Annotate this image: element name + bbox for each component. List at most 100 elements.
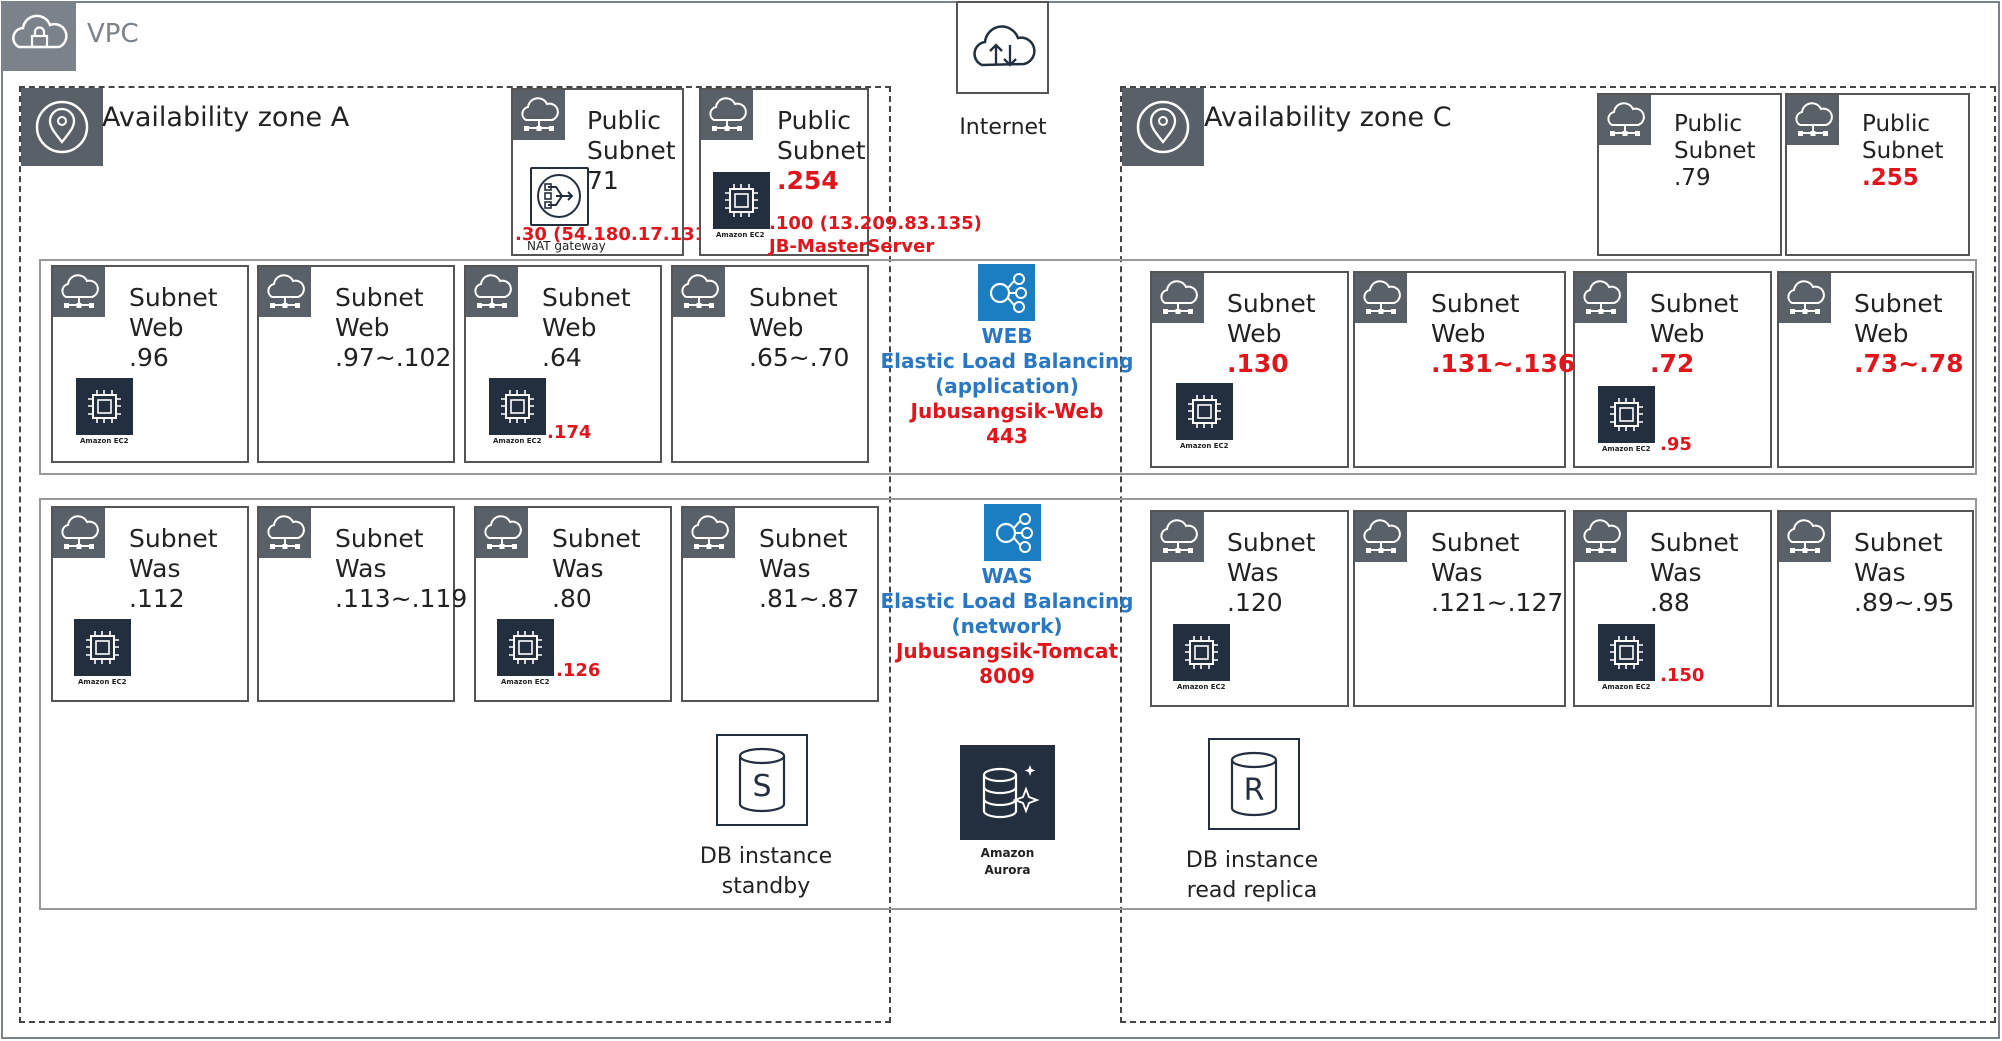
db-standby-line1: DB instance [699, 844, 833, 869]
subnet-line3: .131~.136 [1431, 349, 1576, 378]
ec2-caption: Amazon EC2 [501, 678, 550, 686]
lock-cloud-icon [3, 3, 76, 71]
location-pin-icon [1122, 88, 1204, 166]
db-replica-caption: DB instance read replica [1162, 846, 1342, 906]
ec2-caption: Amazon EC2 [1602, 683, 1651, 691]
subnet-cloud-icon [53, 267, 105, 317]
subnet-line2: Was [335, 554, 387, 583]
zone-c-label: Availability zone C [1204, 102, 1452, 133]
subnet-line1: Subnet [335, 283, 424, 312]
subnet-line2: Subnet [777, 136, 866, 165]
public-subnet-a2: Public Subnet .254 Amazon EC2 [699, 88, 869, 256]
web-tier-band [39, 259, 1977, 475]
subnet-line2: Was [1227, 558, 1279, 587]
was-subnet-121-127: Subnet Was .121~.127 [1353, 510, 1566, 707]
was-subnet-112: Subnet Was .112 Amazon EC2 [51, 506, 249, 702]
subnet-line1: Subnet [1227, 528, 1316, 557]
web-subnet-97-102: Subnet Web .97~.102 [257, 265, 455, 463]
subnet-line2: Was [1854, 558, 1906, 587]
subnet-cloud-icon [1355, 273, 1407, 323]
web-subnet-64: Subnet Web .64 Amazon EC2 .174 [464, 265, 662, 463]
availability-zone-a [19, 86, 891, 1023]
subnet-line1: Subnet [1854, 528, 1943, 557]
subnet-cloud-icon [53, 508, 105, 558]
public-subnet-c1: Public Subnet .79 [1597, 93, 1782, 256]
subnet-line2: Web [129, 313, 184, 342]
subnet-line2: Subnet [1674, 138, 1756, 164]
subnet-line2: Web [749, 313, 804, 342]
was-subnet-81-87: Subnet Was .81~.87 [681, 506, 879, 702]
subnet-cloud-icon [513, 90, 565, 140]
ec2-caption: Amazon EC2 [1180, 442, 1229, 450]
ec2-ip: .150 [1660, 665, 1705, 686]
nat-gateway-icon [530, 167, 589, 226]
subnet-cloud-icon [701, 90, 753, 140]
ec2-caption: Amazon EC2 [716, 231, 765, 239]
ec2-caption: Amazon EC2 [493, 437, 542, 445]
subnet-line3: .113~.119 [335, 584, 468, 613]
zone-a-label: Availability zone A [102, 102, 350, 133]
subnet-cloud-icon [259, 508, 311, 558]
subnet-line2: Was [759, 554, 811, 583]
db-replica-icon: R [1208, 738, 1300, 830]
subnet-line1: Public [777, 106, 851, 135]
subnet-line1: Subnet [1650, 528, 1739, 557]
subnet-line1: Subnet [335, 524, 424, 553]
web-subnet-131-136: Subnet Web .131~.136 [1353, 271, 1575, 468]
db-standby-letter: S [752, 769, 771, 804]
web-subnet-65-70: Subnet Web .65~.70 [671, 265, 869, 463]
subnet-cloud-icon [1779, 273, 1831, 323]
db-replica-line1: DB instance [1185, 848, 1319, 873]
elb-web-name: Jubusangsik-Web [910, 399, 1104, 423]
public-subnet-a1: Public Subnet 71 NAT gateway [511, 88, 684, 256]
db-standby-caption: DB instance standby [676, 842, 856, 902]
subnet-line2: Was [1650, 558, 1702, 587]
ec2-ip: .174 [547, 422, 592, 443]
subnet-line2: Web [1650, 319, 1705, 348]
subnet-line2: Web [542, 313, 597, 342]
elb-was-label: WAS Elastic Load Balancing (network) Jub… [877, 564, 1137, 689]
subnet-line3: 71 [587, 166, 619, 195]
subnet-line1: Subnet [1431, 528, 1520, 557]
aurora-icon [960, 745, 1055, 840]
was-subnet-120: Subnet Was .120 Amazon EC2 [1150, 510, 1349, 707]
subnet-line1: Subnet [542, 283, 631, 312]
internet-label: Internet [959, 115, 1047, 140]
was-subnet-113-119: Subnet Was .113~.119 [257, 506, 467, 702]
ec2-chip-icon [1173, 624, 1230, 681]
elb-was-port: 8009 [979, 664, 1035, 688]
elb-icon [978, 264, 1035, 321]
availability-zone-c [1120, 86, 1996, 1023]
vpc-label: VPC [87, 19, 139, 49]
elb-was-name: Jubusangsik-Tomcat [895, 639, 1119, 663]
ec2-caption: Amazon EC2 [1602, 445, 1651, 453]
subnet-line3: .130 [1227, 349, 1289, 378]
elb-web-title: WEB [981, 324, 1033, 348]
subnet-line3: .72 [1650, 349, 1695, 378]
ec2-chip-icon [1176, 383, 1233, 440]
subnet-line2: Web [1431, 319, 1486, 348]
public-subnet-c2: Public Subnet .255 [1785, 93, 1970, 256]
subnet-line3: .255 [1862, 165, 1919, 191]
elb-web-line1: Elastic Load Balancing [880, 349, 1134, 373]
web-subnet-96: Subnet Web .96 Amazon EC2 [51, 265, 249, 463]
ec2-chip-icon [74, 619, 131, 676]
ec2-chip-icon [713, 172, 770, 229]
subnet-line3: .81~.87 [759, 584, 860, 613]
subnet-line2: Was [552, 554, 604, 583]
aurora-line2: Aurora [984, 863, 1031, 877]
elb-web-label: WEB Elastic Load Balancing (application)… [877, 324, 1137, 449]
subnet-cloud-icon [1779, 512, 1831, 562]
subnet-line3: .64 [542, 343, 582, 372]
subnet-cloud-icon [673, 267, 725, 317]
subnet-line2: Web [1854, 319, 1909, 348]
ec2-caption: Amazon EC2 [80, 437, 129, 445]
was-subnet-89-95: Subnet Was .89~.95 [1777, 510, 1974, 707]
subnet-line2: Subnet [1862, 138, 1944, 164]
ec2-chip-icon [489, 378, 546, 435]
subnet-line3: .79 [1674, 165, 1711, 191]
subnet-line1: Subnet [129, 283, 218, 312]
db-replica-letter: R [1244, 773, 1265, 808]
subnet-line3: .120 [1227, 588, 1283, 617]
ec2-chip-icon [1598, 386, 1655, 443]
